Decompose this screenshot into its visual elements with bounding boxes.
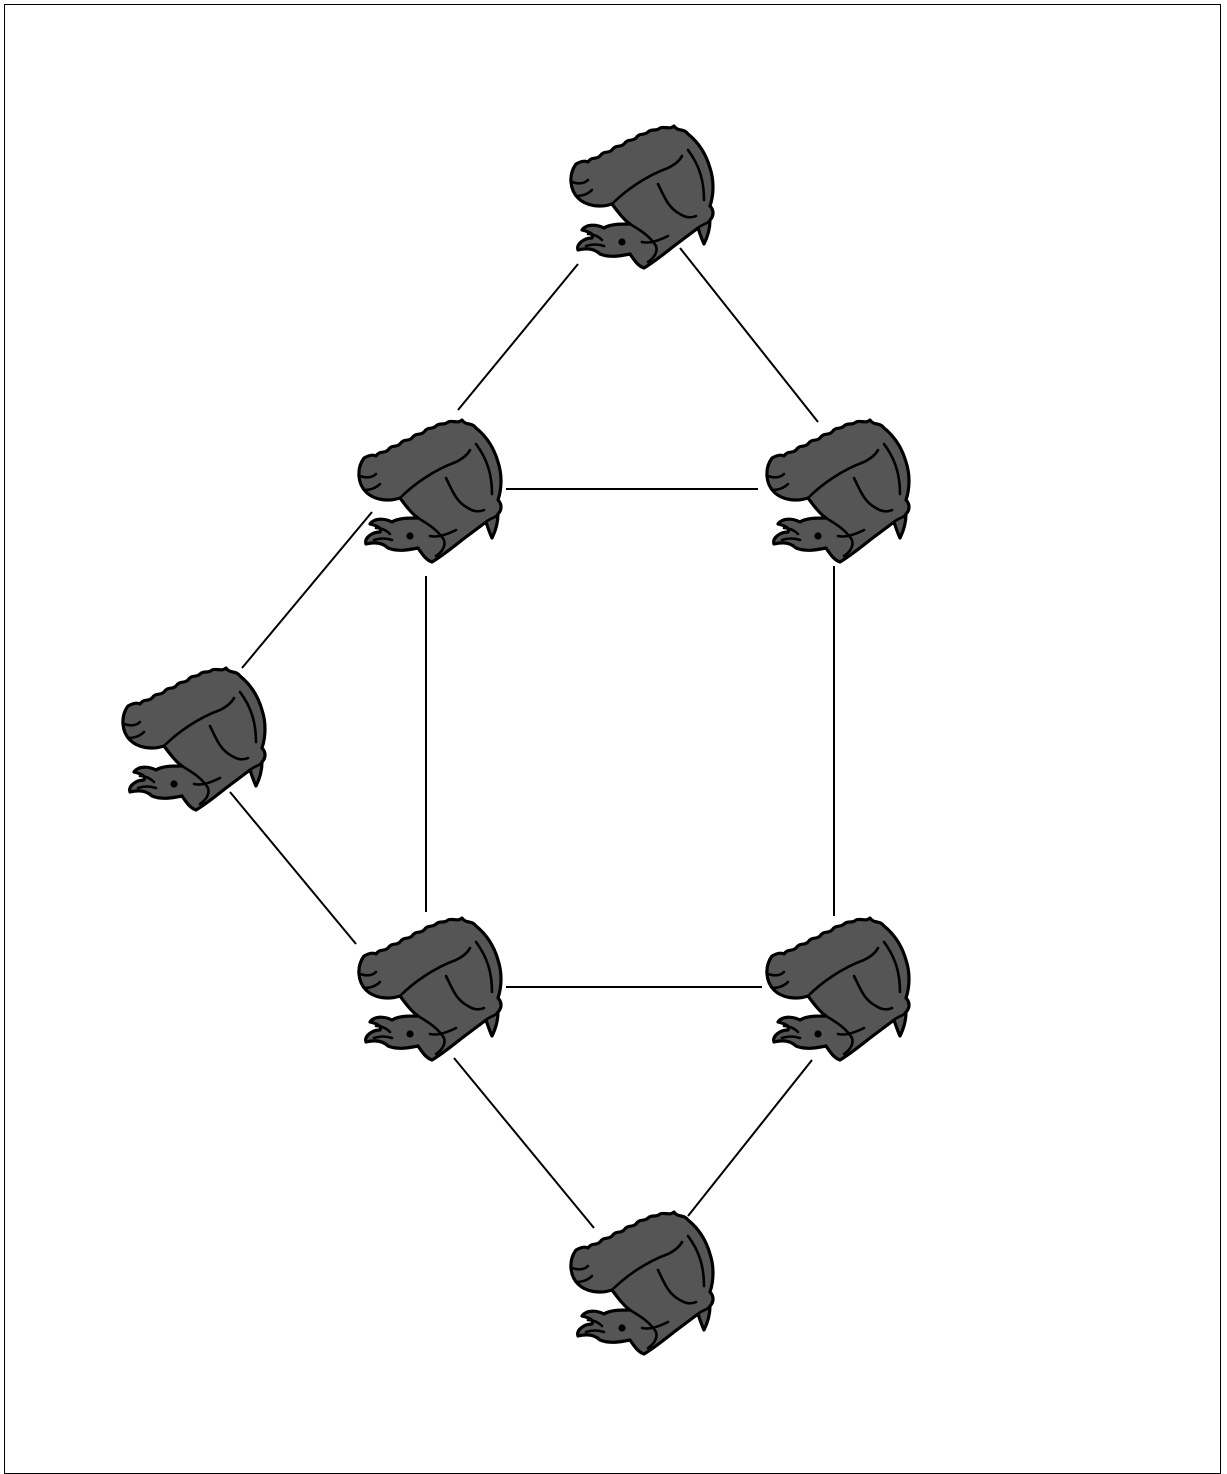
squirrel-icon bbox=[767, 420, 909, 562]
edge-layer bbox=[230, 248, 834, 1228]
edge-lower-left-bottom bbox=[454, 1058, 594, 1228]
squirrel-icon bbox=[359, 918, 501, 1060]
squirrel-icon bbox=[767, 918, 909, 1060]
node-layer bbox=[123, 126, 909, 1354]
edge-top-upper-right bbox=[680, 248, 818, 422]
squirrel-icon bbox=[123, 668, 265, 810]
squirrel-icon bbox=[359, 420, 501, 562]
edge-lower-right-bottom bbox=[688, 1060, 812, 1216]
edge-top-upper-left bbox=[458, 264, 578, 410]
squirrel-icon bbox=[571, 126, 713, 268]
squirrel-icon bbox=[571, 1212, 713, 1354]
edge-upper-left-left bbox=[242, 512, 372, 668]
edge-left-lower-left bbox=[230, 792, 356, 944]
